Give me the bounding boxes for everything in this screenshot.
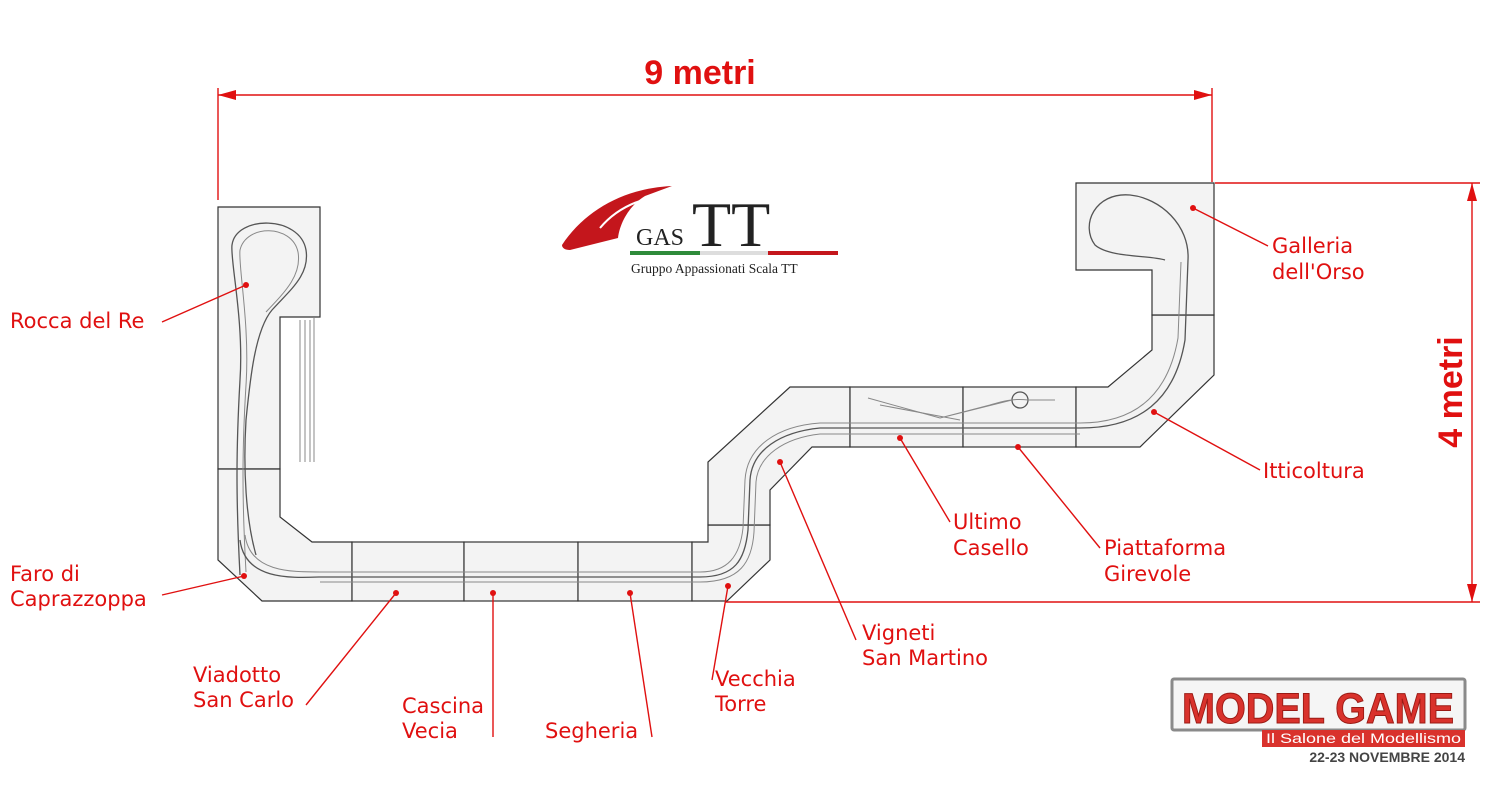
- gastt-swoosh: [562, 186, 672, 250]
- gastt-tt: TT: [692, 189, 770, 260]
- module-vigneti: [707, 386, 851, 526]
- height-dimension: 4 metri: [725, 182, 1480, 603]
- gastt-flag-green: [630, 251, 700, 255]
- module-galleria: [1075, 182, 1215, 316]
- label-rocca-del-re: Rocca del Re: [10, 309, 144, 333]
- modelgame-logo: MODEL GAME Il Salone del Modellismo 22-2…: [1170, 677, 1467, 765]
- gastt-flag-red: [768, 251, 838, 255]
- layout-modules: [217, 182, 1215, 602]
- label-itticoltura: Itticoltura: [1263, 459, 1365, 483]
- module-vecchia-torre: [691, 524, 771, 602]
- width-dimension: 9 metri: [217, 54, 1213, 200]
- label-segheria: Segheria: [545, 719, 638, 743]
- module-piattaforma: [962, 386, 1077, 448]
- width-label: 9 metri: [644, 54, 756, 92]
- gastt-logo: GAS TT Gruppo Appassionati Scala TT: [562, 186, 838, 276]
- gastt-flag-white: [700, 251, 768, 255]
- modelgame-title: MODEL GAME: [1182, 685, 1454, 733]
- height-label: 4 metri: [1432, 336, 1470, 448]
- modelgame-subtitle: Il Salone del Modellismo: [1266, 731, 1461, 746]
- modelgame-dates: 22-23 NOVEMBRE 2014: [1309, 749, 1465, 765]
- track-plan: [231, 194, 1189, 583]
- leaders: [161, 205, 1269, 738]
- gastt-tagline: Gruppo Appassionati Scala TT: [631, 261, 798, 276]
- gastt-gas: GAS: [636, 225, 684, 251]
- modelgame-subtitle-band: [1262, 730, 1465, 747]
